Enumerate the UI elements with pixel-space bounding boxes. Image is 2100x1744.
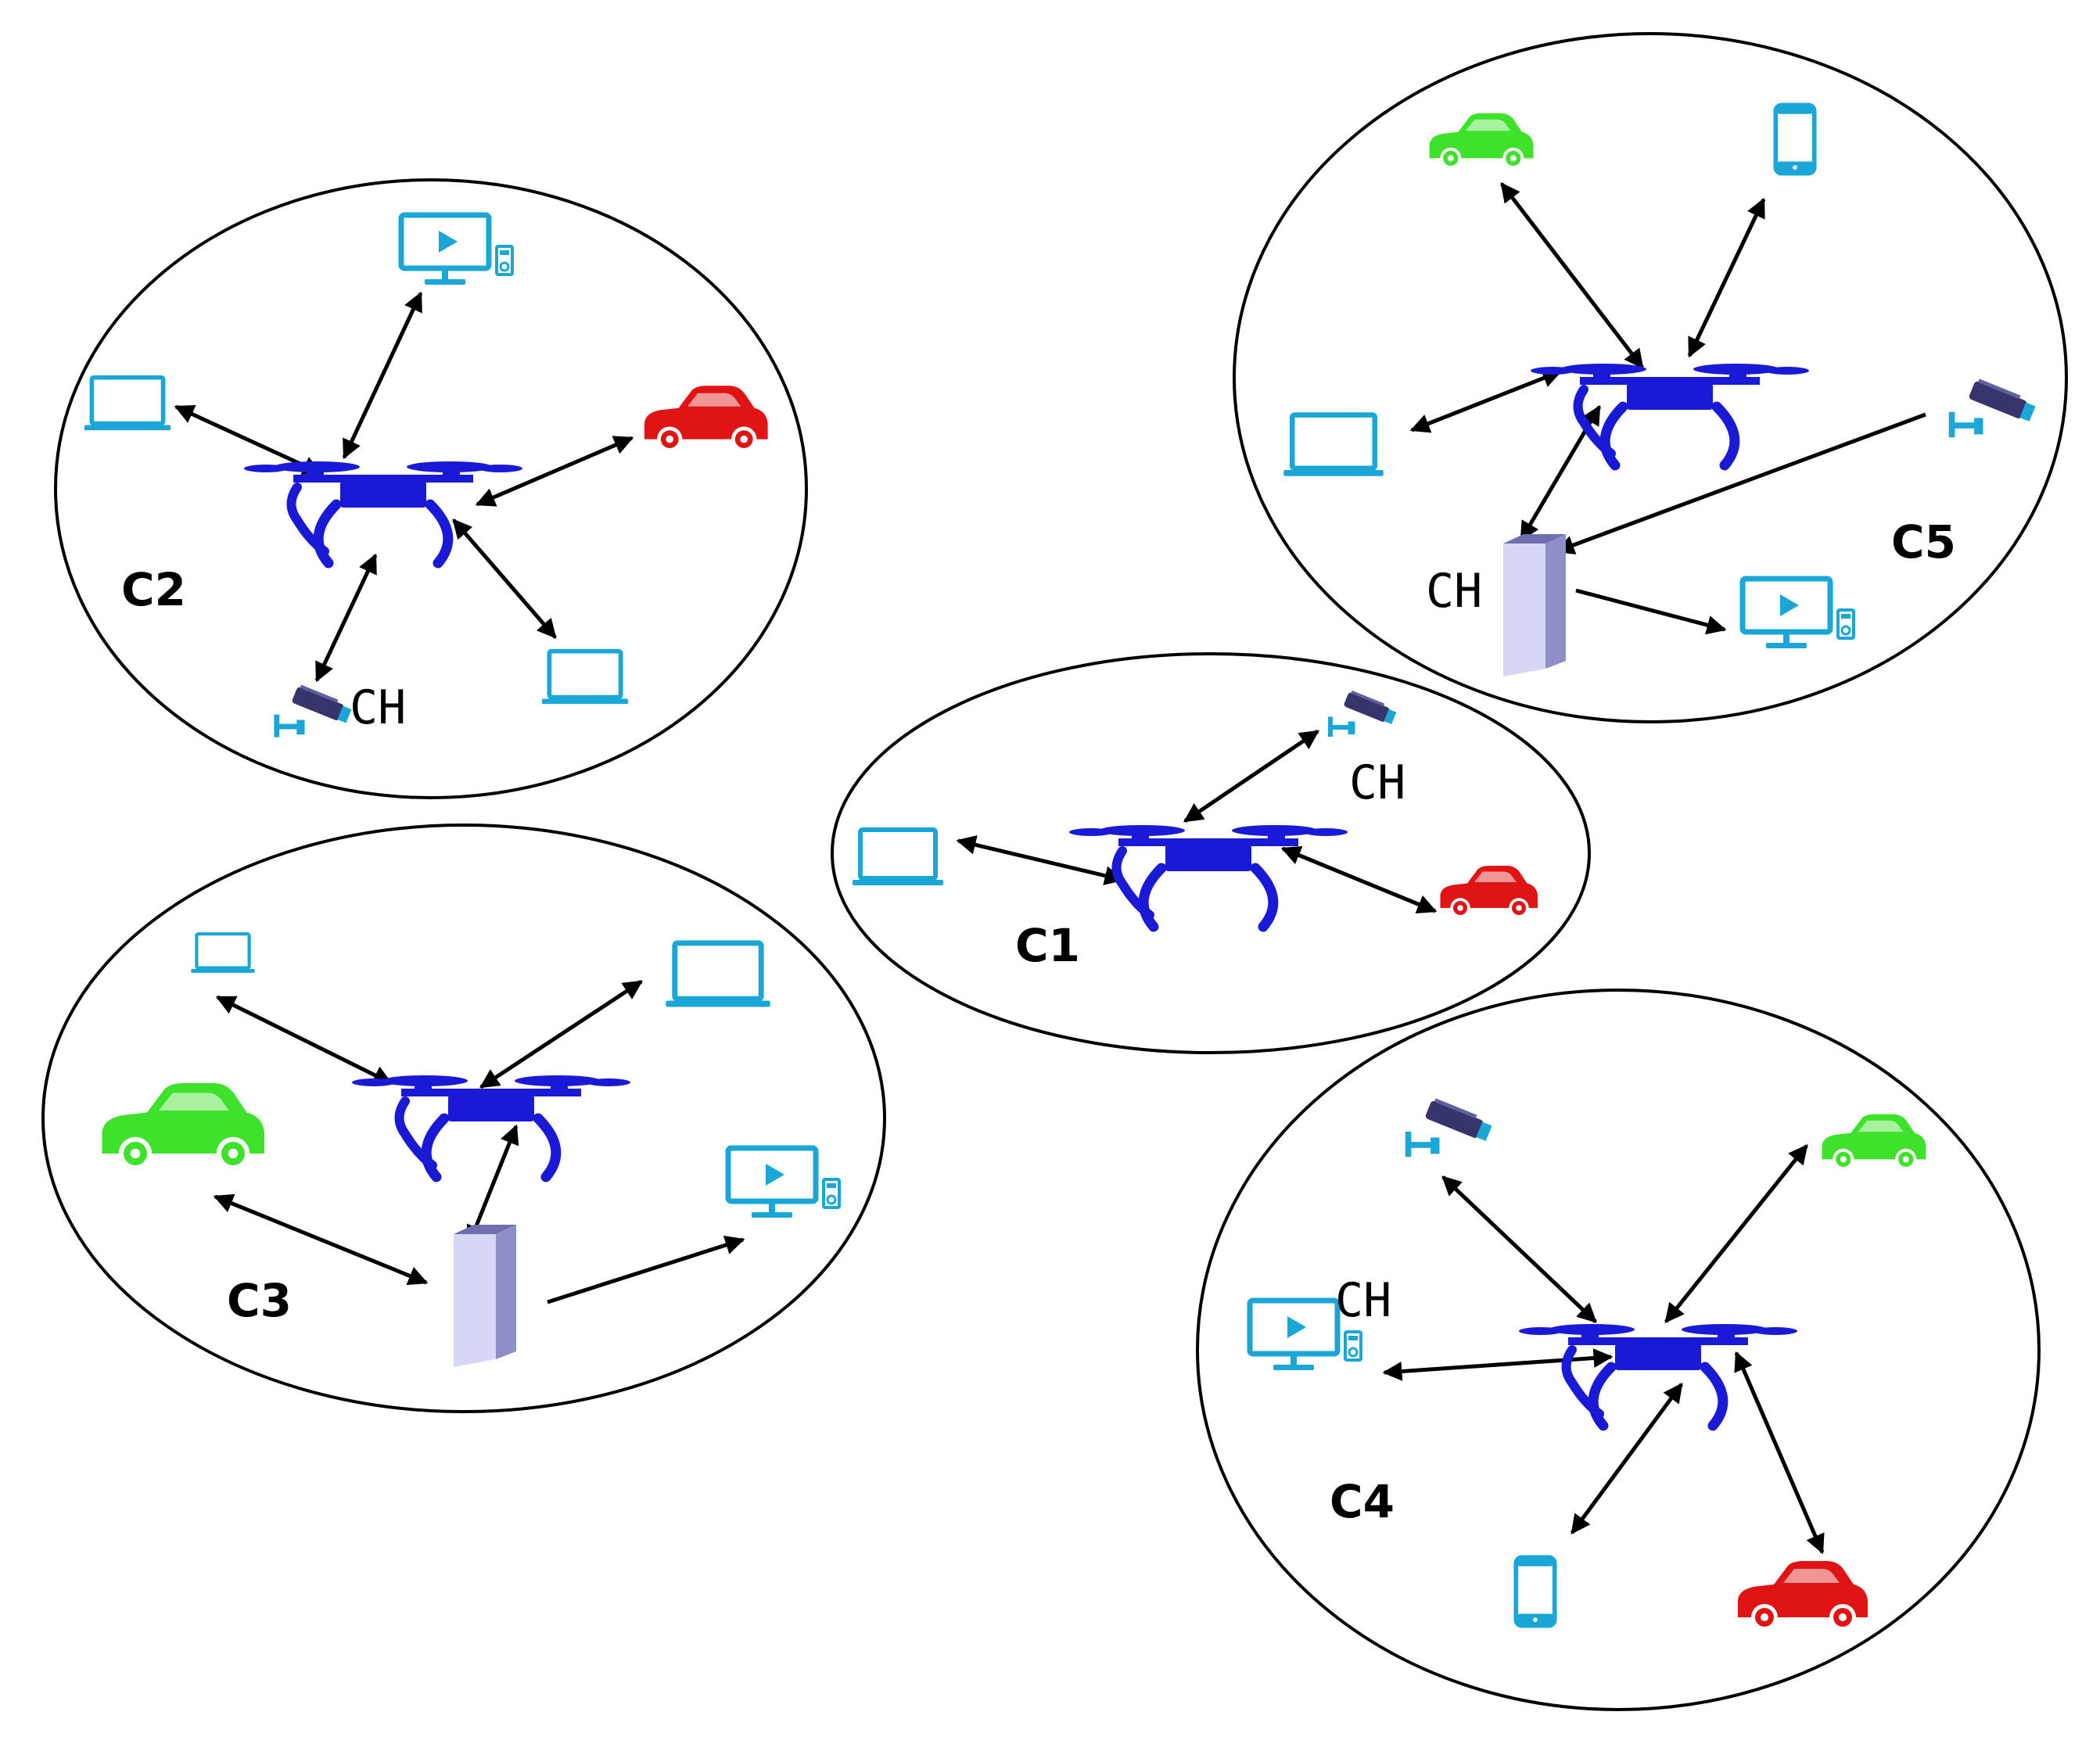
arrow (547, 1235, 745, 1304)
bidirectional-arrow (215, 995, 393, 1086)
cluster-label-c4: C4 (1330, 1475, 1395, 1528)
laptop-icon (666, 943, 770, 1007)
laptop-icon (542, 651, 628, 704)
bidirectional-arrow (479, 979, 644, 1089)
drone-icon (352, 1075, 630, 1177)
ch-label-c5: CH (1426, 564, 1482, 619)
camera-icon (1328, 689, 1398, 737)
monitor-icon (728, 1148, 839, 1218)
car-icon (102, 1083, 264, 1171)
car-icon (1440, 866, 1538, 918)
laptop-icon (1283, 415, 1384, 476)
bidirectional-arrow (956, 835, 1125, 885)
monitor-icon (401, 215, 512, 285)
cluster-labels: C1 C2 C3 C4 C5 (121, 515, 1956, 1528)
drone-icon (244, 461, 522, 563)
device-icons (84, 105, 2037, 1631)
ch-label-c1: CH (1349, 755, 1405, 810)
camera-icon (1948, 377, 2037, 438)
ch-label-c2: CH (350, 680, 406, 735)
camera-icon (1405, 1096, 1494, 1157)
bidirectional-arrow (475, 436, 634, 507)
bidirectional-arrow (1664, 1144, 1808, 1323)
laptop-icon (84, 378, 171, 430)
cluster-ellipse-c1 (831, 652, 1591, 1054)
car-icon (644, 386, 768, 452)
bidirectional-arrow (1687, 197, 1766, 358)
ch-label-c4: CH (1335, 1273, 1391, 1328)
cluster-ellipse-c4 (1196, 989, 2041, 1711)
bidirectional-arrow (1382, 1348, 1614, 1381)
arrow (1575, 588, 1727, 635)
arrow (1554, 412, 1926, 554)
cluster-boundaries (41, 32, 2068, 1711)
car-icon (1822, 1114, 1926, 1170)
connection-arrows (174, 182, 1926, 1555)
bidirectional-arrow (452, 519, 557, 639)
cluster-label-c3: C3 (227, 1274, 292, 1327)
car-icon (1738, 1561, 1868, 1631)
cluster-ellipse-c5 (1233, 32, 2068, 723)
bidirectional-arrow (1570, 1382, 1684, 1535)
bidirectional-arrow (1183, 729, 1320, 824)
cluster-head-labels: CH CH CH CH (350, 564, 1482, 1328)
bidirectional-arrow (1500, 182, 1644, 369)
bidirectional-arrow (314, 553, 378, 683)
cluster-label-c5: C5 (1891, 515, 1956, 569)
cluster-label-c2: C2 (121, 563, 186, 616)
bidirectional-arrow (1409, 368, 1563, 433)
laptop-icon (853, 830, 943, 885)
cluster-ellipse-c3 (41, 824, 886, 1413)
car-icon (1429, 113, 1534, 169)
tower-icon (1503, 534, 1566, 676)
bidirectional-arrow (1280, 845, 1438, 914)
camera-icon (274, 684, 354, 737)
bidirectional-arrow (342, 291, 423, 460)
phone-icon (1516, 1557, 1554, 1625)
cluster-label-c1: C1 (1015, 919, 1080, 972)
cluster-ellipse-c2 (54, 178, 808, 799)
bidirectional-arrow (1441, 1175, 1597, 1323)
laptop-icon (191, 934, 254, 973)
bidirectional-arrow (213, 1193, 429, 1286)
bidirectional-arrow (1734, 1351, 1825, 1555)
drone-icon (1519, 1324, 1797, 1426)
bidirectional-arrow (466, 1124, 519, 1246)
phone-icon (1775, 105, 1814, 173)
monitor-icon (1743, 579, 1854, 648)
tower-icon (454, 1225, 516, 1367)
